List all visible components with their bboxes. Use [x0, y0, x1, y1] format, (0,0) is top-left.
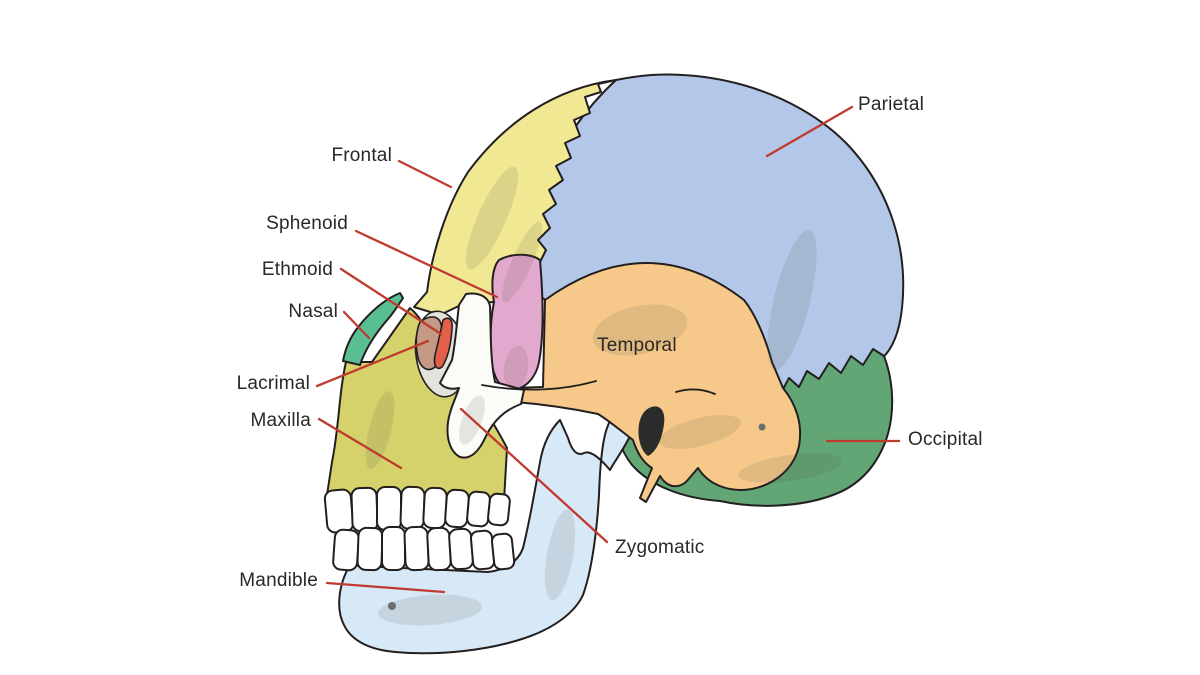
- shading-blob: [738, 453, 842, 483]
- label-mandible: Mandible: [239, 570, 318, 591]
- tooth: [356, 526, 384, 572]
- label-sphenoid: Sphenoid: [266, 213, 348, 234]
- ear-canal: [638, 406, 665, 456]
- frontal-bone: [413, 79, 617, 316]
- shading-blob: [767, 230, 817, 370]
- tooth: [332, 528, 360, 572]
- tooth: [403, 525, 430, 572]
- frontal-leader-line: [397, 159, 453, 189]
- shading-blob: [592, 304, 688, 356]
- label-lacrimal: Lacrimal: [236, 373, 310, 394]
- mastoid-suture-line: [675, 388, 716, 395]
- shading-blob: [378, 594, 482, 626]
- temporal-bone: [511, 262, 802, 503]
- leader-lines: [315, 105, 901, 594]
- tooth: [422, 486, 448, 530]
- shading-blob: [465, 166, 519, 270]
- ethmoid-bone: [433, 317, 453, 370]
- mastoid-foramen: [758, 423, 766, 431]
- tooth: [381, 526, 406, 571]
- nasal-bone: [342, 292, 404, 366]
- label-parietal: Parietal: [858, 94, 925, 115]
- tooth: [444, 488, 470, 529]
- bones-group: [323, 73, 905, 655]
- label-nasal: Nasal: [288, 301, 338, 322]
- sphenoid-leader-line: [354, 229, 499, 299]
- label-ethmoid: Ethmoid: [261, 259, 333, 280]
- nasal-leader-line: [342, 310, 371, 340]
- tooth: [490, 532, 516, 571]
- tooth: [466, 490, 491, 528]
- parietal-leader-line: [765, 105, 854, 158]
- zygomatic-bone: [439, 292, 525, 459]
- shading-blob: [365, 391, 395, 469]
- label-maxilla: Maxilla: [250, 410, 311, 431]
- shading-blob: [503, 346, 529, 390]
- label-zygomatic: Zygomatic: [615, 537, 705, 558]
- label-temporal: Temporal: [597, 335, 677, 356]
- tooth: [323, 488, 355, 534]
- tooth: [487, 492, 511, 527]
- zygomatic-arch-line: [481, 380, 597, 391]
- shading-blob: [659, 415, 741, 449]
- teeth: [323, 485, 516, 572]
- shading-blob: [501, 221, 543, 303]
- tooth: [426, 526, 452, 572]
- lacrimal-leader-line: [315, 339, 430, 388]
- zygomatic-leader-line: [459, 407, 609, 544]
- tooth: [399, 485, 426, 531]
- tooth: [469, 529, 496, 571]
- shading-blob: [544, 509, 576, 601]
- label-occipital: Occipital: [908, 429, 983, 450]
- tooth: [350, 486, 379, 533]
- tooth: [376, 486, 402, 531]
- ethmoid-leader-line: [339, 267, 443, 336]
- maxilla-leader-line: [317, 417, 403, 470]
- mental-foramen: [388, 602, 396, 610]
- label-frontal: Frontal: [331, 145, 392, 166]
- mandible-leader-line: [325, 581, 446, 594]
- tooth: [448, 527, 474, 571]
